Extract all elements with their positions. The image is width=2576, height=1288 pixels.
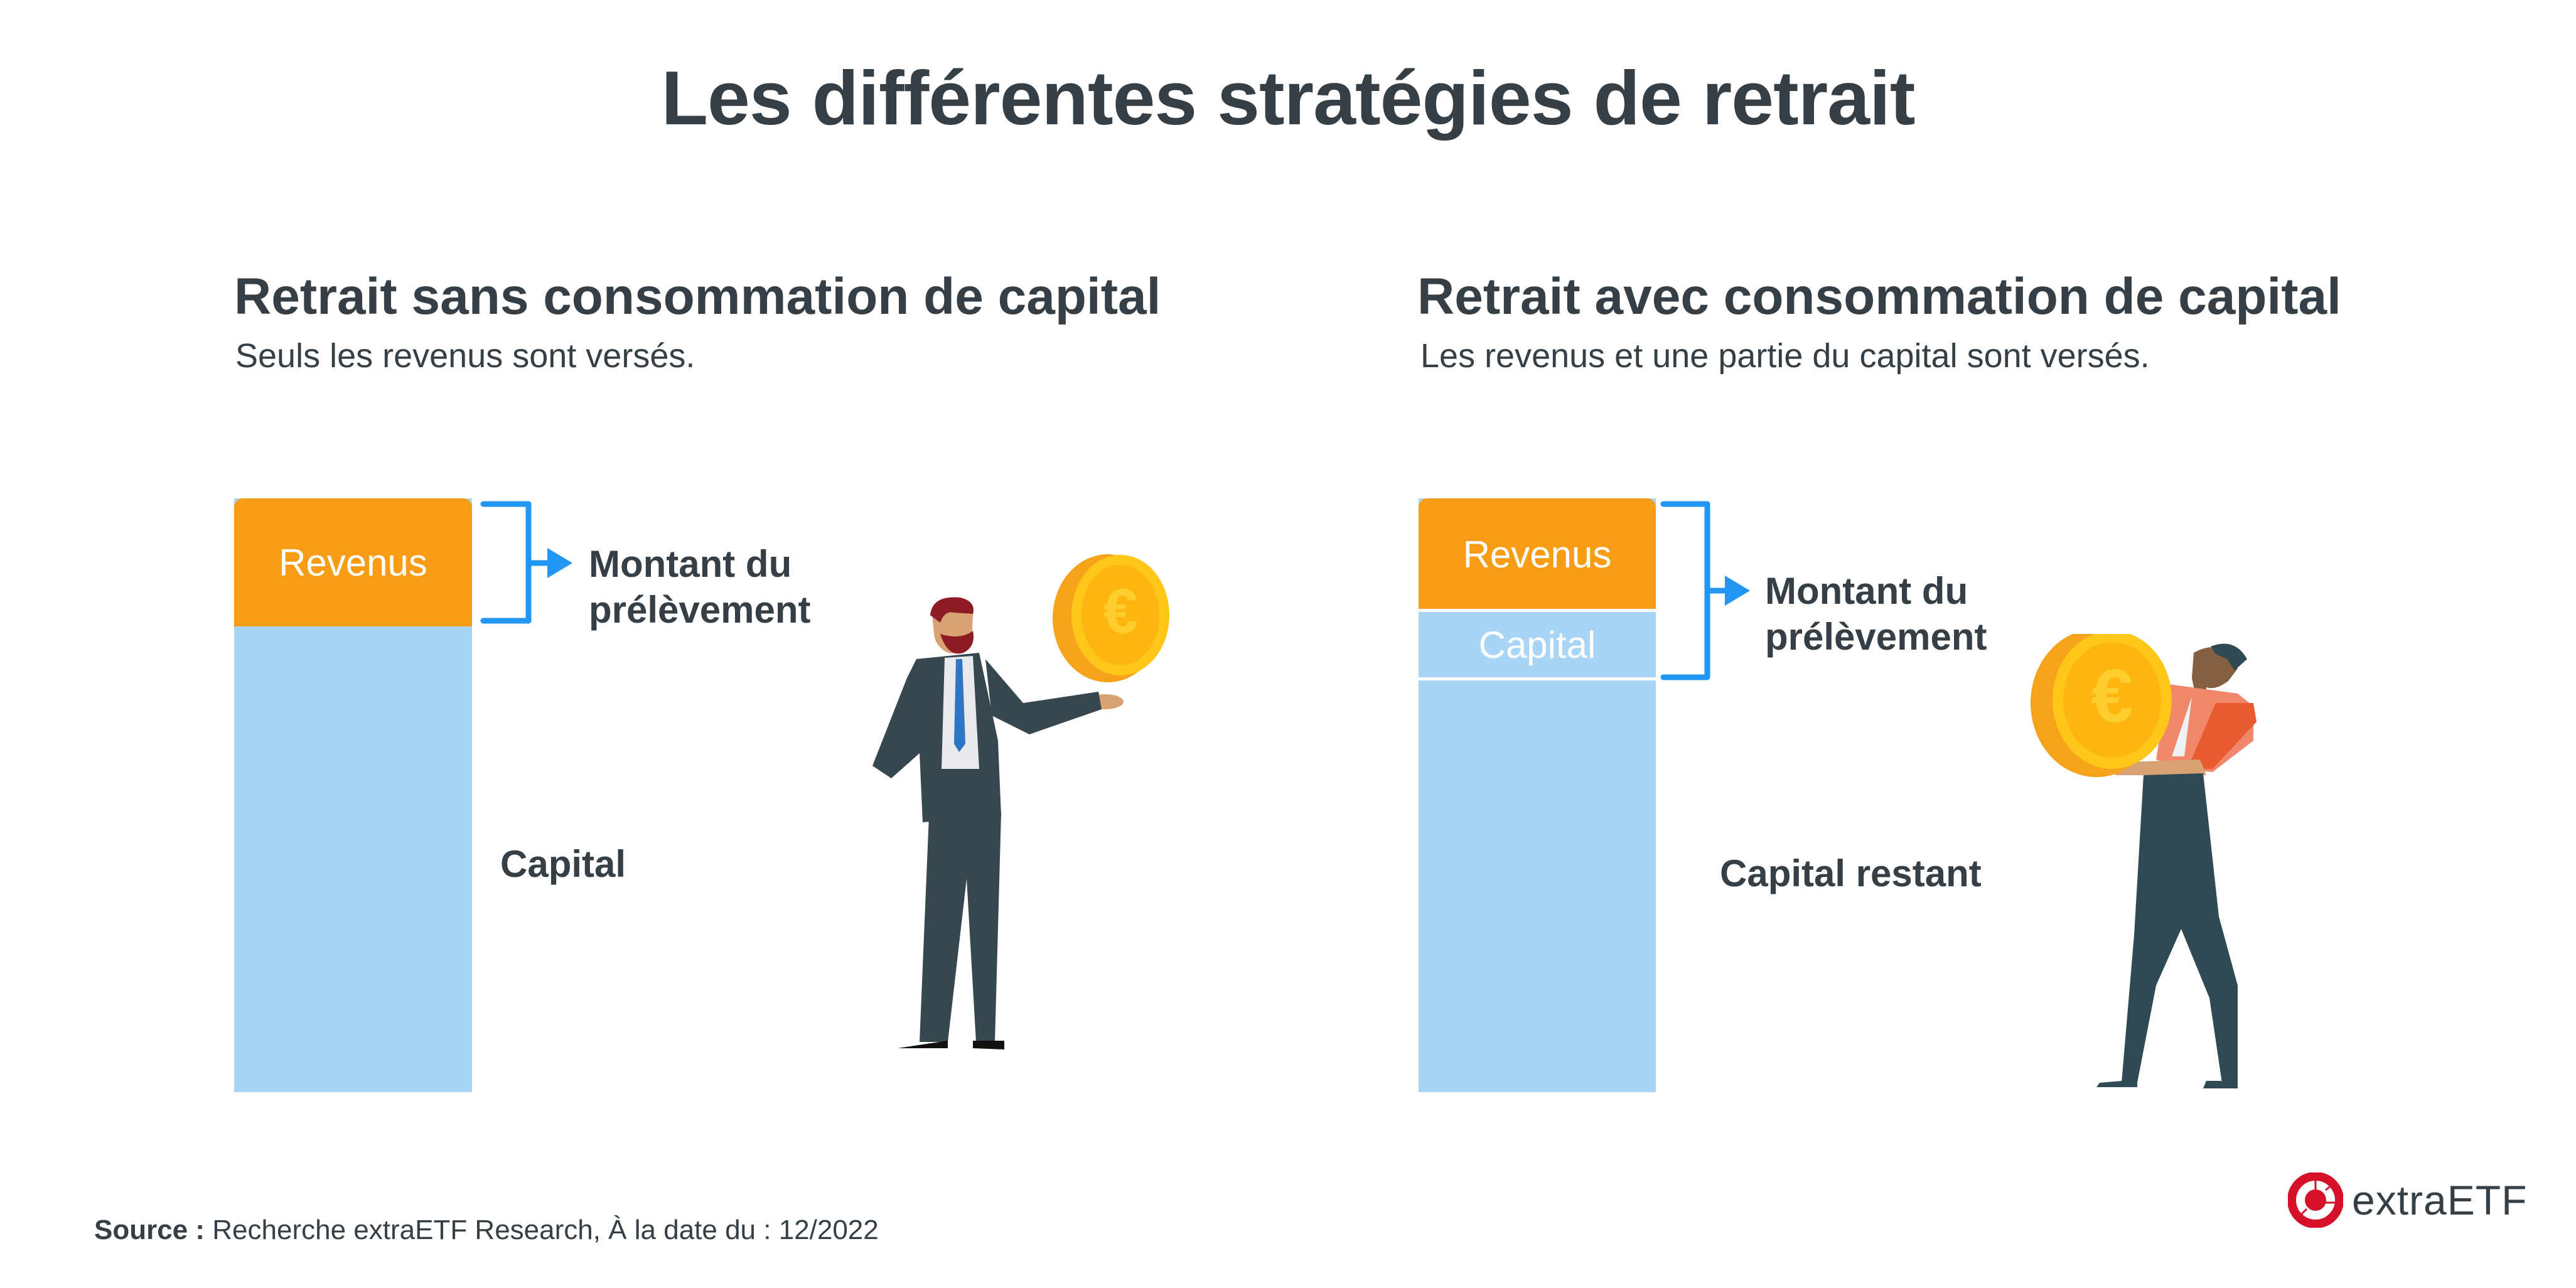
right-bracket-label-line1: Montant du: [1765, 570, 1968, 612]
right-bar-capital-label: Capital: [1478, 623, 1596, 666]
right-bracket-label: Montant du prélèvement: [1765, 568, 1987, 660]
extraetf-logo-text: extraETF: [2352, 1177, 2528, 1223]
left-stacked-bar: Revenus: [234, 498, 472, 1092]
left-capital-label: Capital: [500, 843, 626, 885]
left-bracket-label: Montant du prélèvement: [589, 541, 811, 633]
source-footer: Source : Recherche extraETF Research, À …: [94, 1215, 879, 1246]
right-bar-revenus-segment: Revenus: [1419, 498, 1656, 610]
right-bar-capital-segment: Capital: [1419, 609, 1656, 680]
left-bracket-label-line1: Montant du: [589, 543, 792, 585]
right-subtitle: Les revenus et une partie du capital son…: [1420, 337, 2150, 375]
left-heading: Retrait sans consommation de capital: [234, 268, 1161, 325]
extraetf-logo: extraETF: [2288, 1173, 2527, 1228]
right-bracket-arrow-icon: [1660, 501, 1750, 680]
page-title: Les différentes stratégies de retrait: [661, 55, 1915, 141]
svg-text:€: €: [2091, 654, 2133, 738]
left-subtitle: Seuls les revenus sont versés.: [235, 337, 695, 375]
right-stacked-bar: Revenus Capital: [1419, 498, 1656, 1092]
left-bracket-arrow-icon: [480, 501, 572, 624]
right-capital-restant-label: Capital restant: [1720, 852, 1982, 894]
man-carrying-coin-illustration-icon: €: [2031, 634, 2257, 1088]
source-label: Source :: [94, 1215, 205, 1245]
right-bracket-label-line2: prélèvement: [1765, 616, 1987, 658]
right-bar-revenus-label: Revenus: [1462, 533, 1612, 576]
svg-text:€: €: [1103, 576, 1138, 647]
right-heading: Retrait avec consommation de capital: [1417, 268, 2341, 325]
left-bar-revenus-segment: Revenus: [234, 498, 472, 626]
extraetf-logo-icon: [2288, 1173, 2343, 1228]
left-bar-revenus-label: Revenus: [279, 541, 427, 584]
left-bracket-label-line2: prélèvement: [589, 589, 811, 631]
businessman-coin-illustration-icon: €: [872, 554, 1169, 1049]
source-text: Recherche extraETF Research, À la date d…: [205, 1215, 879, 1245]
